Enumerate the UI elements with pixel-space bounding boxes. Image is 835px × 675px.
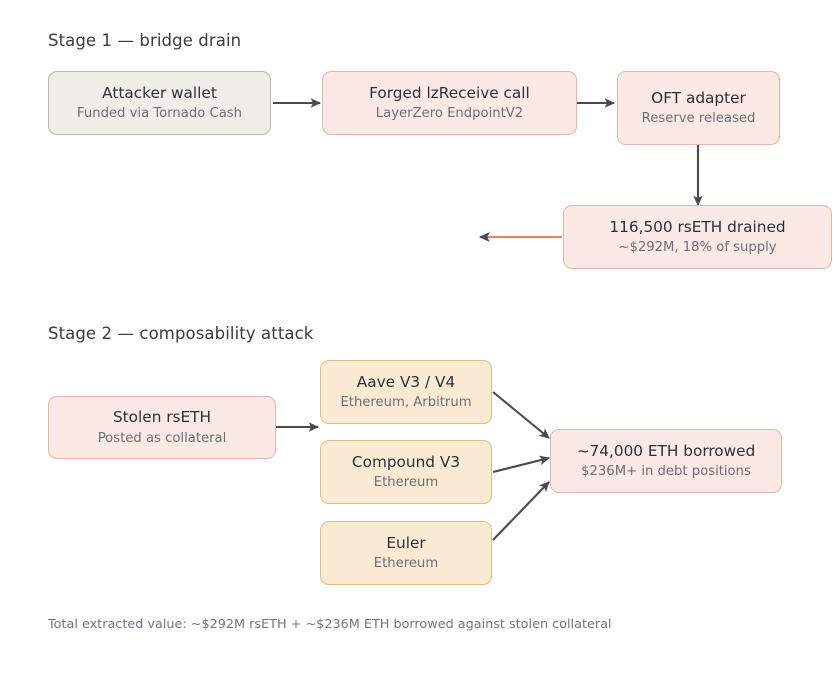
- node-euler-title: Euler: [386, 533, 426, 552]
- node-forged-lzreceive-call: Forged lzReceive call LayerZero Endpoint…: [322, 71, 577, 135]
- node-rseth-drained: 116,500 rsETH drained ~$292M, 18% of sup…: [563, 205, 832, 269]
- node-attacker-wallet-subtitle: Funded via Tornado Cash: [76, 106, 243, 122]
- node-oft-adapter-title: OFT adapter: [651, 88, 746, 107]
- node-stolen-rseth-title: Stolen rsETH: [112, 408, 212, 427]
- node-rseth-drained-subtitle: ~$292M, 18% of supply: [618, 240, 777, 256]
- node-euler: Euler Ethereum: [320, 521, 492, 585]
- arrow-aave-to-borrowed: [492, 391, 550, 439]
- node-attacker-wallet: Attacker wallet Funded via Tornado Cash: [48, 71, 271, 135]
- node-eth-borrowed-title: ~74,000 ETH borrowed: [576, 441, 756, 460]
- node-rseth-drained-title: 116,500 rsETH drained: [609, 217, 786, 236]
- node-oft-adapter: OFT adapter Reserve released: [617, 71, 780, 145]
- node-euler-subtitle: Ethereum: [373, 556, 439, 572]
- stage-2-heading: Stage 2 — composability attack: [48, 324, 314, 343]
- node-compound: Compound V3 Ethereum: [320, 440, 492, 504]
- node-stolen-rseth-subtitle: Posted as collateral: [97, 430, 227, 446]
- node-forged-lzreceive-call-subtitle: LayerZero EndpointV2: [375, 106, 524, 122]
- node-aave-subtitle: Ethereum, Arbitrum: [340, 395, 472, 411]
- node-aave-title: Aave V3 / V4: [356, 372, 456, 391]
- arrow-euler-to-borrowed: [492, 481, 550, 541]
- node-stolen-rseth: Stolen rsETH Posted as collateral: [48, 396, 276, 459]
- node-eth-borrowed: ~74,000 ETH borrowed $236M+ in debt posi…: [550, 429, 782, 493]
- total-extracted-value-note: Total extracted value: ~$292M rsETH + ~$…: [48, 617, 612, 632]
- node-forged-lzreceive-call-title: Forged lzReceive call: [369, 83, 530, 102]
- node-compound-title: Compound V3: [351, 452, 461, 471]
- node-oft-adapter-subtitle: Reserve released: [641, 111, 756, 127]
- node-attacker-wallet-title: Attacker wallet: [102, 83, 217, 102]
- node-eth-borrowed-subtitle: $236M+ in debt positions: [581, 464, 751, 480]
- arrow-compound-to-borrowed: [492, 455, 551, 474]
- node-aave: Aave V3 / V4 Ethereum, Arbitrum: [320, 360, 492, 424]
- node-compound-subtitle: Ethereum: [373, 475, 439, 491]
- stage-1-heading: Stage 1 — bridge drain: [48, 31, 242, 50]
